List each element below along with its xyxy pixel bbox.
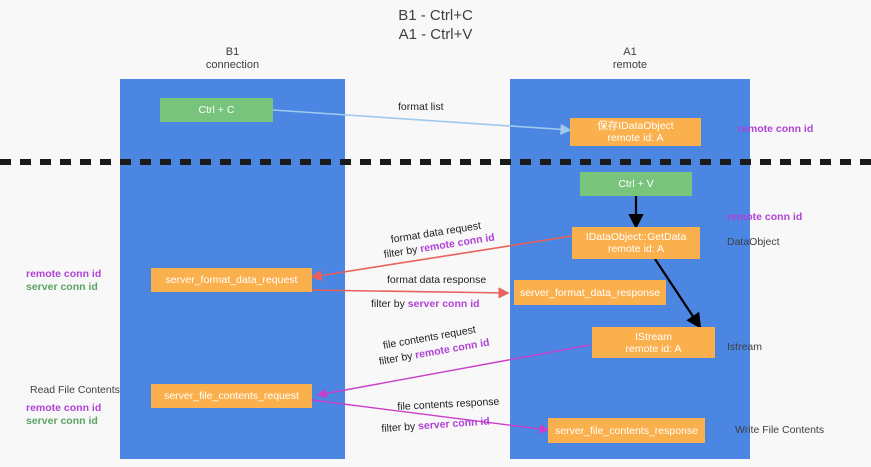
column-header-b1: B1 connection [205, 46, 260, 71]
node-istream[interactable]: IStream remote id: A [592, 327, 715, 358]
filter-key-server-conn-id-1: server conn id [407, 298, 480, 310]
annotation-right-istream: Istream [727, 341, 763, 353]
column-header-a1: A1 remote [612, 46, 648, 71]
edge-label-format-list: format list [398, 101, 444, 113]
node-server-file-contents-request[interactable]: server_file_contents_request [151, 384, 312, 408]
annotation-right-write-file-contents: Write File Contents [735, 424, 825, 436]
annotation-right-dataobject: DataObject [727, 236, 780, 248]
node-server-file-contents-response[interactable]: server_file_contents_response [548, 418, 705, 443]
filter-prefix-4: filter by [381, 420, 419, 435]
annotation-left-remote-conn-id-2: remote conn id [26, 402, 102, 414]
edge-label-format-data-response-filter: filter by server conn id [371, 298, 480, 311]
edge-label-file-contents-response: file contents response [397, 395, 500, 413]
annotation-left-server-conn-id: server conn id [26, 281, 98, 293]
diagram-title: B1 - Ctrl+C A1 - Ctrl+V [398, 7, 473, 43]
node-save-idataobject[interactable]: 保存IDataObject remote id: A [570, 118, 701, 146]
node-server-format-data-request[interactable]: server_format_data_request [151, 268, 312, 292]
annotation-left-server-conn-id-2: server conn id [26, 415, 98, 427]
annotation-right-remote-conn-id-top: remote conn id [738, 123, 814, 135]
filter-prefix-1: filter by [383, 243, 422, 261]
annotation-right-remote-conn-id-mid: remote conn id [727, 211, 803, 223]
filter-prefix-2: filter by [371, 298, 408, 310]
node-ctrl-v[interactable]: Ctrl + V [580, 172, 692, 196]
node-ctrl-c[interactable]: Ctrl + C [160, 98, 273, 122]
annotation-left-remote-conn-id: remote conn id [26, 268, 102, 280]
node-idataobject-getdata[interactable]: IDataObject::GetData remote id: A [572, 227, 700, 259]
annotation-left-read-file-contents: Read File Contents [30, 384, 120, 396]
edge-label-format-data-response: format data response [387, 274, 487, 286]
node-server-format-data-response[interactable]: server_format_data_response [514, 280, 666, 305]
edge-label-file-contents-response-filter: filter by server conn id [381, 415, 490, 436]
filter-key-server-conn-id-2: server conn id [417, 415, 491, 433]
